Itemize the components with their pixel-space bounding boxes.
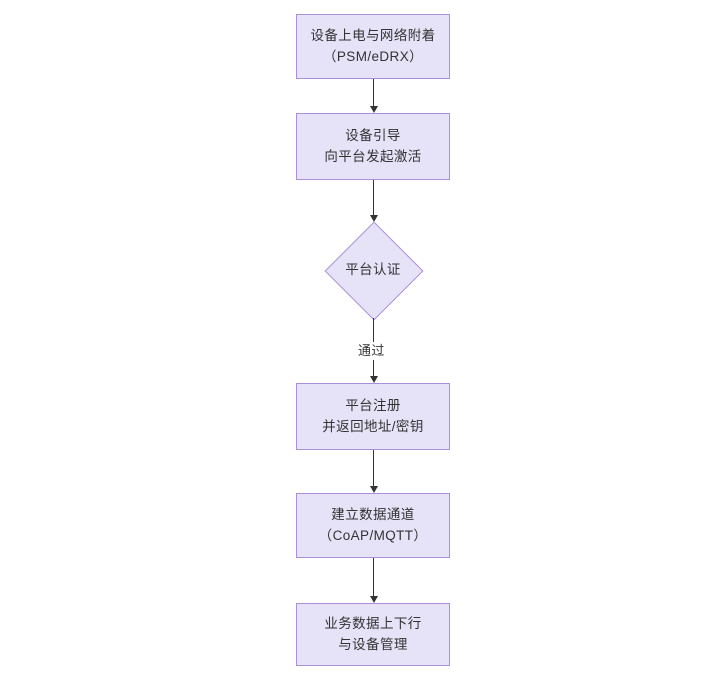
platform-auth-decision-label: 平台认证 [345, 261, 401, 277]
connector-line [373, 450, 374, 486]
power-on-node-line-1: 设备上电与网络附着 [310, 27, 436, 43]
connector-register-to-channel [369, 450, 378, 493]
arrow-head-icon [369, 215, 378, 222]
business-data-node-line-2: 与设备管理 [338, 636, 408, 652]
data-channel-node[interactable]: 建立数据通道 （CoAP/MQTT） [296, 493, 450, 558]
connector-line [373, 558, 374, 596]
power-on-node[interactable]: 设备上电与网络附着 （PSM/eDRX） [296, 14, 450, 79]
bootstrap-node-line-1: 设备引导 [345, 127, 401, 143]
connector-line [373, 180, 374, 215]
arrow-head-icon [369, 376, 378, 383]
bootstrap-node-line-2: 向平台发起激活 [324, 148, 422, 164]
connector-power-on-to-bootstrap [369, 79, 378, 113]
connector-line [373, 79, 374, 106]
business-data-node[interactable]: 业务数据上下行 与设备管理 [296, 603, 450, 666]
platform-auth-decision[interactable]: 平台认证 [324, 221, 424, 321]
arrow-head-icon [369, 486, 378, 493]
arrow-head-icon [369, 596, 378, 603]
data-channel-node-line-1: 建立数据通道 [331, 506, 415, 522]
bootstrap-node[interactable]: 设备引导 向平台发起激活 [296, 113, 450, 180]
platform-register-node[interactable]: 平台注册 并返回地址/密钥 [296, 383, 450, 450]
business-data-node-line-1: 业务数据上下行 [324, 615, 422, 631]
connector-bootstrap-to-auth [369, 180, 378, 222]
power-on-node-line-2: （PSM/eDRX） [322, 48, 424, 64]
arrow-head-icon [369, 106, 378, 113]
platform-register-node-line-2: 并返回地址/密钥 [322, 418, 424, 434]
platform-register-node-line-1: 平台注册 [345, 397, 401, 413]
connector-channel-to-business [369, 558, 378, 603]
data-channel-node-line-2: （CoAP/MQTT） [318, 527, 428, 543]
edge-label-pass: 通过 [355, 342, 388, 360]
